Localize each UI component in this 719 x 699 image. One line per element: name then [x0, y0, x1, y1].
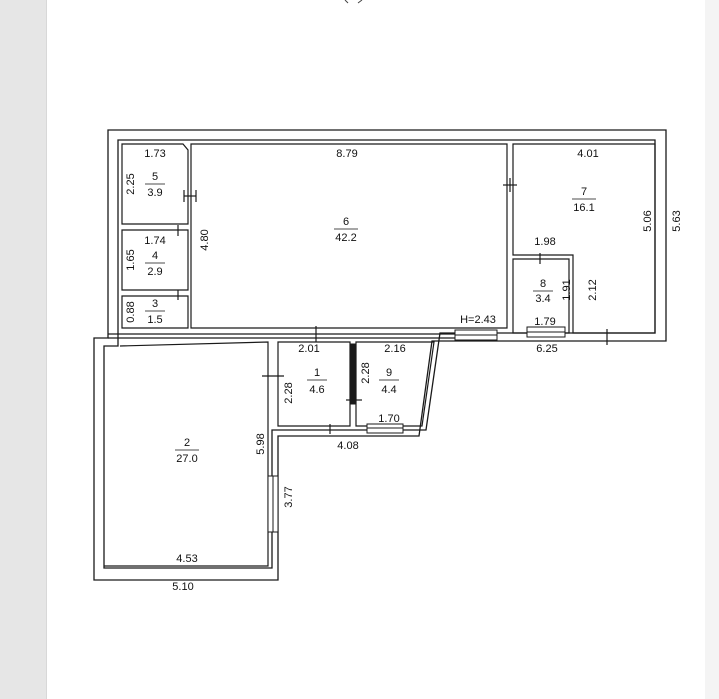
dim-r6-height: 4.80	[199, 229, 211, 250]
room-3-area: 1.5	[147, 314, 162, 326]
dim-r1-top: 2.01	[298, 343, 319, 355]
dim-r3-height: 0.88	[125, 301, 137, 322]
dim-window-height: H=2.43	[460, 314, 496, 326]
room-7-number: 7	[581, 186, 587, 198]
dim-r2-outer-bottom: 5.10	[172, 581, 193, 593]
dim-r8-bottom: 1.79	[534, 316, 555, 328]
paper-sheet	[47, 0, 705, 699]
page-edge	[705, 0, 719, 699]
room-5-area: 3.9	[147, 187, 162, 199]
scan-mark	[344, 0, 363, 4]
dim-r2-inner-bottom: 4.53	[176, 553, 197, 565]
wall-post	[349, 343, 357, 405]
room-4-number: 4	[152, 250, 158, 262]
room-6-number: 6	[343, 216, 349, 228]
dimension-labels: 1.73 1.74 8.79 4.01 1.98 1.79 H=2.43 6.2…	[144, 148, 598, 593]
room-8-number: 8	[540, 278, 546, 290]
room-9-number: 9	[386, 367, 392, 379]
room-2-number: 2	[184, 437, 190, 449]
door-marks	[177, 178, 608, 434]
dim-r5-width: 1.73	[144, 148, 165, 160]
room-2-area: 27.0	[176, 453, 197, 465]
dim-r8-top: 1.98	[534, 236, 555, 248]
dim-r7-bottom: 6.25	[536, 343, 557, 355]
room-4-area: 2.9	[147, 266, 162, 278]
dim-r8-height: 1.91	[561, 279, 573, 300]
dim-r4-width: 1.74	[144, 235, 165, 247]
dim-r1-bottom: 4.08	[337, 440, 358, 452]
dim-r2-window: 3.77	[283, 486, 295, 507]
dim-r2-height: 5.98	[255, 433, 267, 454]
room-8-walls	[512, 258, 570, 334]
room-5-number: 5	[152, 171, 158, 183]
room-3-number: 3	[152, 298, 158, 310]
room-7-walls	[512, 143, 656, 334]
room-4-walls	[121, 229, 189, 291]
room-1-walls	[277, 341, 351, 427]
dim-r9-bottom: 1.70	[378, 413, 399, 425]
room-8-area: 3.4	[535, 293, 550, 305]
dim-r7-height: 5.06	[642, 210, 654, 231]
vertical-dimension-labels: 2.25 1.65 0.88 4.80 5.06 5.63 1.91 2.12 …	[125, 173, 683, 507]
room-6-walls	[190, 143, 508, 329]
dim-r5-height: 2.25	[125, 173, 137, 194]
openings	[267, 326, 566, 533]
room-3-walls	[121, 295, 189, 329]
room-9-area: 4.4	[381, 384, 396, 396]
dim-r8-right: 2.12	[587, 279, 599, 300]
room-7-area: 16.1	[573, 202, 594, 214]
room-2-walls	[104, 341, 269, 567]
room-1-number: 1	[314, 367, 320, 379]
room-5-walls	[121, 143, 189, 225]
dim-outer-right: 5.63	[671, 210, 683, 231]
dim-r9-height: 2.28	[360, 362, 372, 383]
dim-r9-top: 2.16	[384, 343, 405, 355]
room-6-area: 42.2	[335, 232, 356, 244]
dim-r1-height: 2.28	[283, 382, 295, 403]
room-labels: 5 3.9 4 2.9 3 1.5 6 42.2 7 16.1 8 3.4 1 …	[145, 171, 596, 465]
dim-r7-width: 4.01	[577, 148, 598, 160]
dim-r4-height: 1.65	[125, 249, 137, 270]
dim-r6-width: 8.79	[336, 148, 357, 160]
room-1-area: 4.6	[309, 384, 324, 396]
